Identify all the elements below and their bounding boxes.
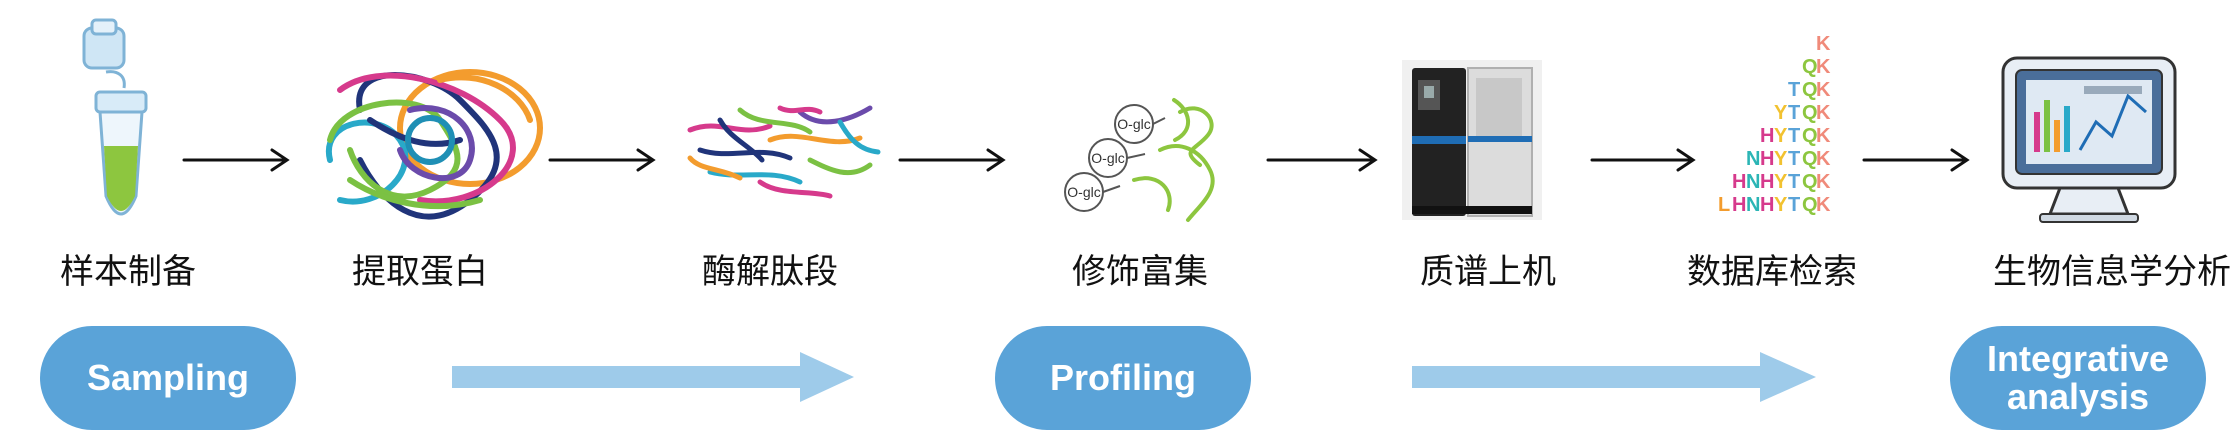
peptide-residue: K [1816,194,1831,216]
arrow-icon [1266,148,1378,172]
peptide-residue: Y [1774,148,1788,170]
peptide-residue: K [1816,56,1831,78]
peptide-residue: H [1732,194,1746,216]
step-label-ms-analysis: 质谱上机 [1420,252,1556,292]
step-label-database-search: 数据库检索 [1687,252,1857,292]
phase-arrow-icon [1412,352,1816,402]
peptide-residue: Y [1774,194,1788,216]
phase-pill-sampling: Sampling [40,326,296,430]
phase-pill-integrative: Integrative analysis [1950,326,2206,430]
arrow-icon [898,148,1006,172]
peptide-residue: N [1746,171,1760,193]
phase-arrow-icon [452,352,854,402]
peptide-residue: T [1788,148,1800,170]
monitor-icon [2001,56,2177,223]
peptide-residue: T [1788,102,1800,124]
peptide-residue: T [1788,194,1800,216]
peptide-residue: Q [1802,125,1818,147]
step-label-sample-prep: 样本制备 [60,252,196,292]
tube-icon [82,18,148,216]
glycan-tag: O-glc [1067,184,1100,200]
peptide-residue: L [1718,194,1730,216]
peptide-residue: K [1816,33,1831,55]
arrow-icon [548,148,656,172]
peptide-residue: K [1816,171,1831,193]
glycan-tag: O-glc [1117,116,1150,132]
peptide-residue: H [1760,194,1774,216]
protein-tangle-icon [325,69,543,220]
arrow-icon [1590,148,1696,172]
peptide-residue: H [1760,171,1774,193]
glycopeptide-icon: O-glc O-glc O-glc [1064,98,1215,222]
peptide-residue: N [1746,148,1760,170]
phase-pill-profiling: Profiling [995,326,1251,430]
peptide-residue: N [1746,194,1760,216]
peptide-residue: Y [1774,125,1788,147]
step-arrows [182,148,1970,172]
peptide-residue: K [1816,148,1831,170]
glycan-tag: O-glc [1091,150,1124,166]
peptide-residue: H [1760,148,1774,170]
peptide-residue: Q [1802,102,1818,124]
peptide-residue: T [1788,125,1800,147]
arrow-icon [1862,148,1970,172]
peptide-residue: K [1816,102,1831,124]
peptides-icon [687,105,881,199]
peptide-residue: Q [1802,171,1818,193]
mass-spectrometer-icon [1402,60,1542,220]
peptide-residue: Y [1774,102,1788,124]
peptide-residue: T [1788,79,1800,101]
peptide-residue: Q [1802,56,1818,78]
step-label-bioinformatics: 生物信息学分析 [1993,252,2231,292]
step-label-protein-extraction: 提取蛋白 [352,252,488,292]
step-label-enzymatic-digestion: 酶解肽段 [702,252,838,292]
peptide-residue: Q [1802,79,1818,101]
peptide-residue: Q [1802,194,1818,216]
peptide-residue: H [1732,171,1746,193]
peptide-residue: H [1760,125,1774,147]
arrow-icon [182,148,290,172]
step-label-modification-enrichment: 修饰富集 [1072,252,1208,292]
peptide-residue: K [1816,79,1831,101]
peptide-residue: Y [1774,171,1788,193]
peptide-residue: T [1788,171,1800,193]
peptide-residue: Q [1802,148,1818,170]
peptide-residue: K [1816,125,1831,147]
